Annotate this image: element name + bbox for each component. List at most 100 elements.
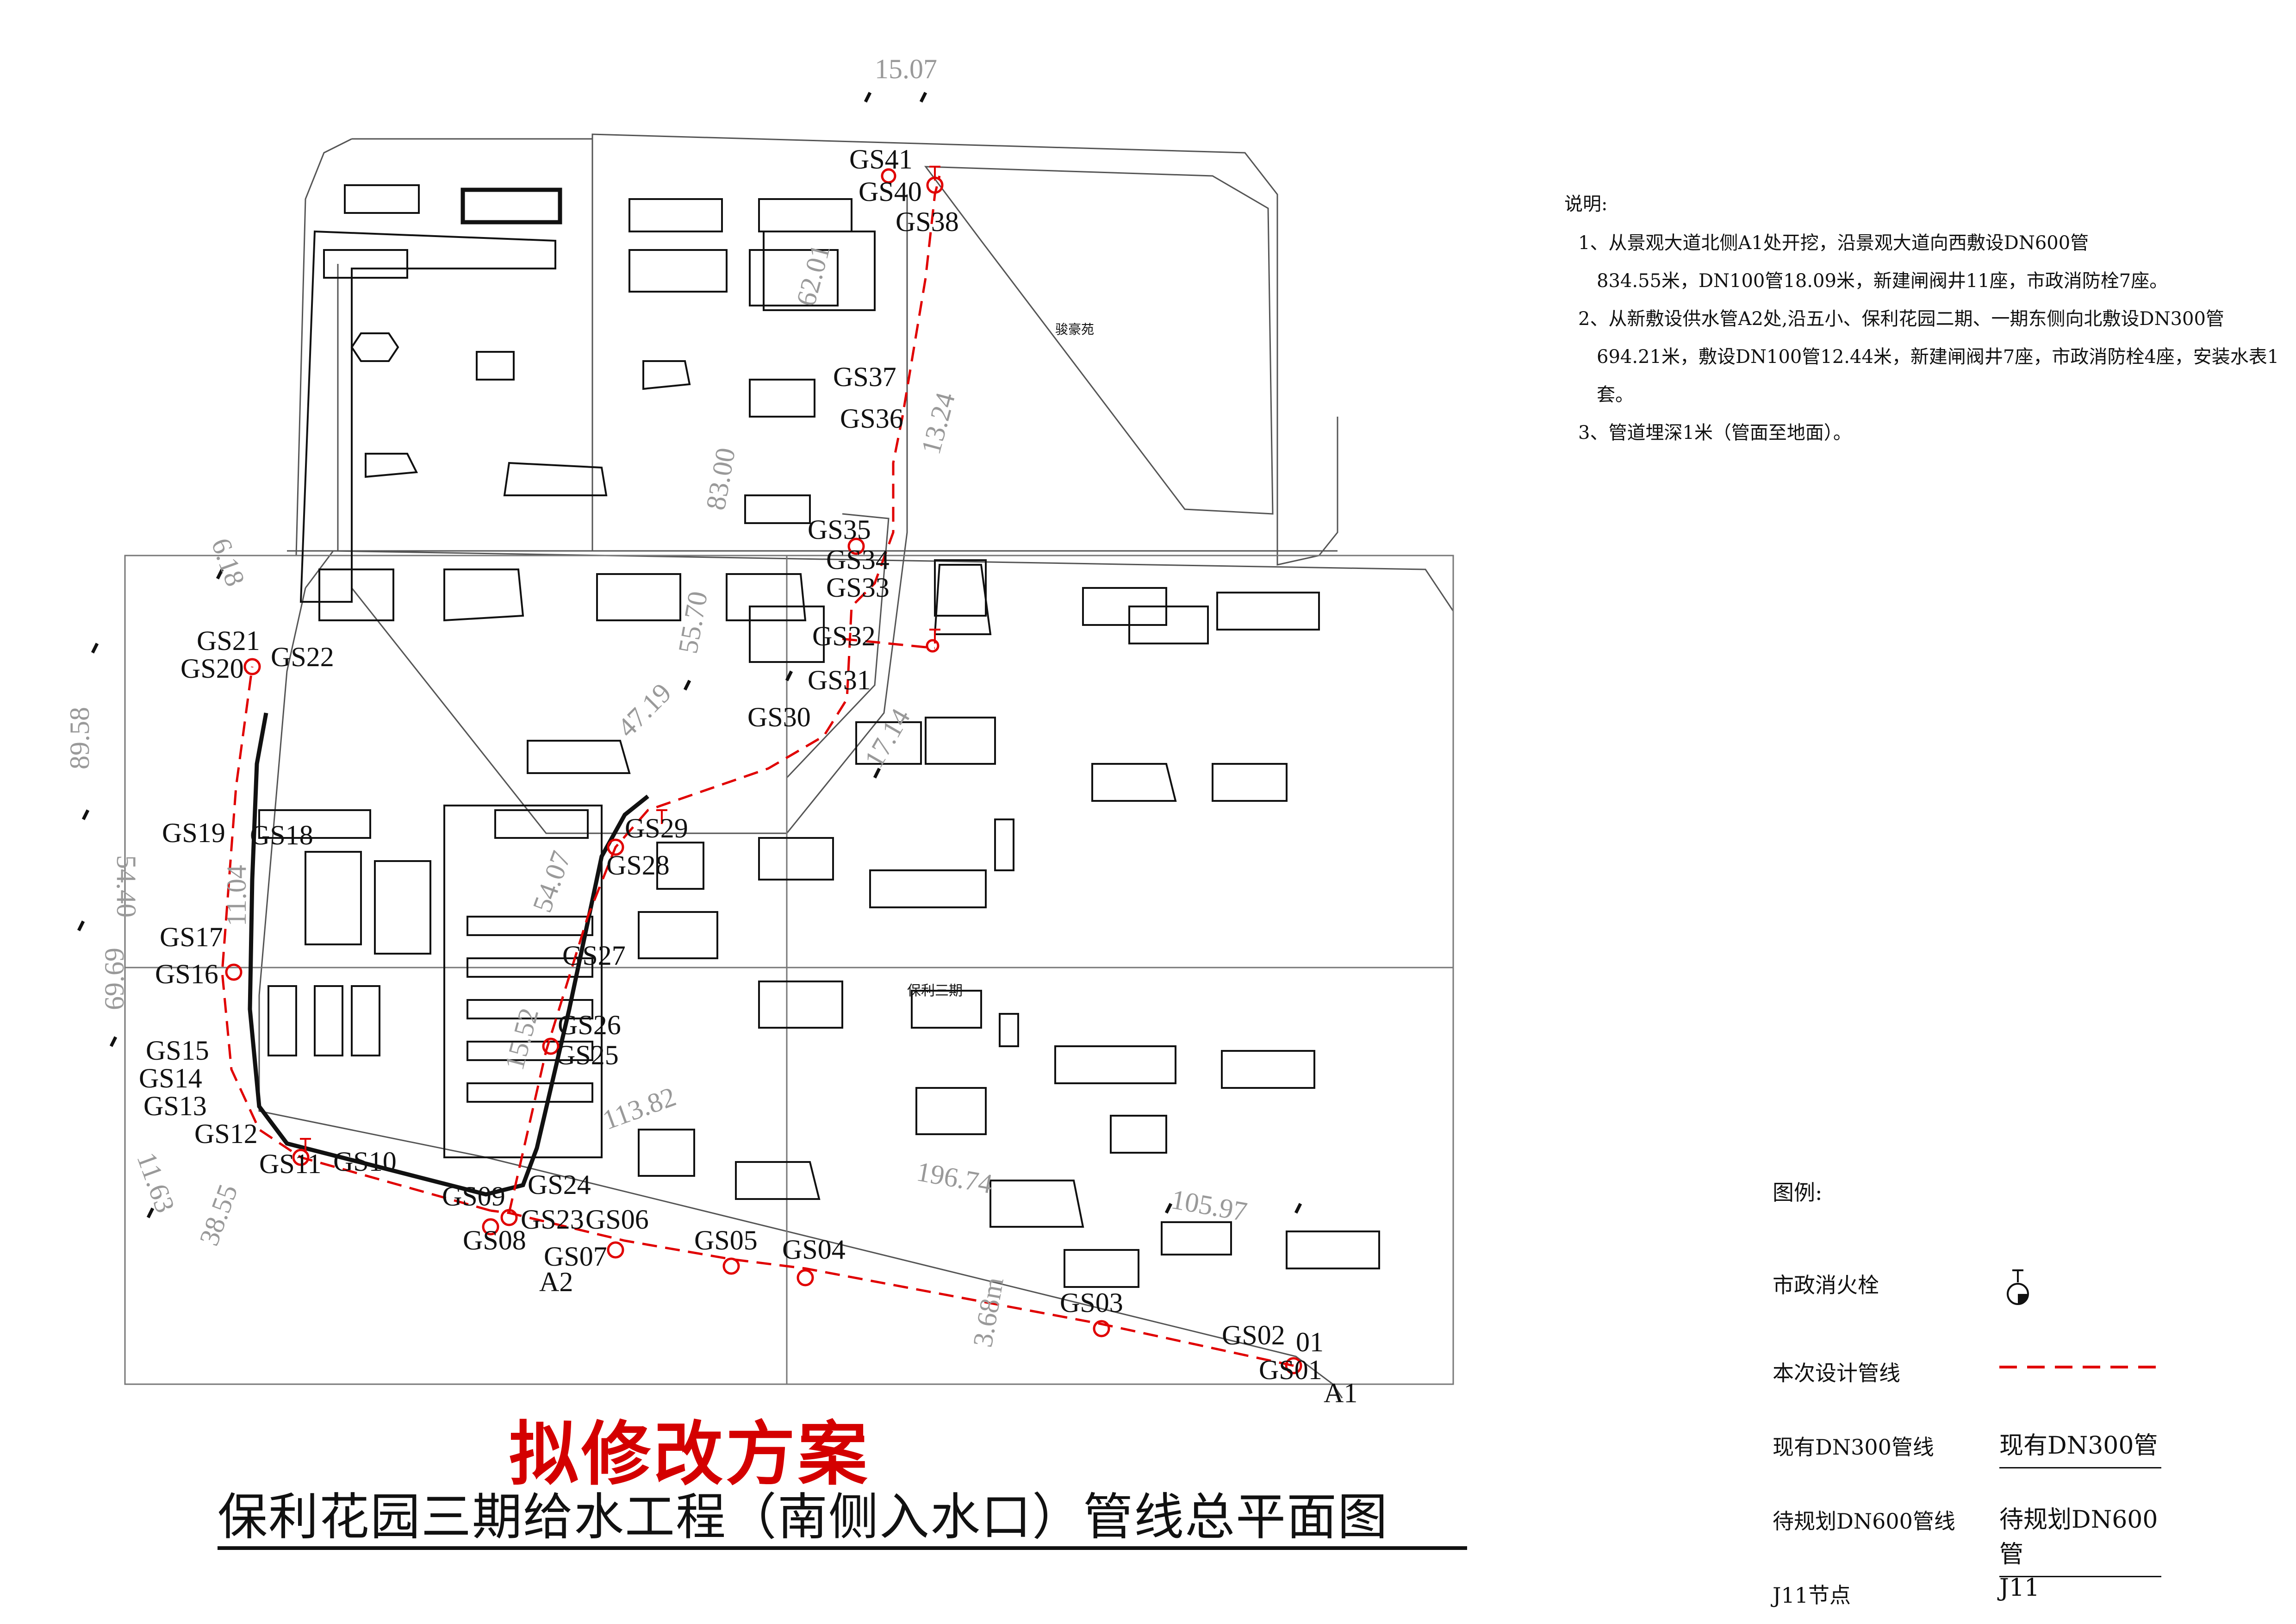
node-label: GS07 (544, 1241, 607, 1272)
node-label: GS01 (1259, 1355, 1322, 1385)
note-line: 694.21米，敷设DN100管12.44米，新建闸阀井7座，市政消防栓4座，安… (1597, 346, 2279, 406)
title-underline (218, 1546, 1467, 1550)
legend-row-hydrant: 市政消火栓 (1773, 1268, 2282, 1310)
hydrant-markers (300, 166, 940, 1153)
dimension-label: 17.14 (858, 703, 916, 773)
point-label: A1 (1324, 1378, 1358, 1408)
legend-sample: J11 (1999, 1574, 2040, 1602)
node-label: GS13 (143, 1091, 207, 1121)
dimension-label: 13.24 (915, 389, 961, 458)
node-label: GS24 (528, 1169, 591, 1200)
hydrant-icon (1999, 1268, 2036, 1315)
node-label: GS34 (826, 544, 890, 575)
node-label: GS26 (558, 1010, 621, 1040)
draft-label: 拟修改方案 (509, 1414, 871, 1495)
legend-heading: 图例: (1773, 1180, 1823, 1205)
node-label: GS19 (162, 818, 225, 848)
dimension-ticks (77, 92, 1302, 1218)
node-label: GS38 (896, 206, 959, 237)
node-label: GS29 (625, 813, 688, 843)
note-line: 834.55米，DN100管18.09米，新建闸阀井11座，市政消防栓7座。 (1597, 270, 2168, 292)
notes-heading: 说明: (1564, 194, 1608, 215)
node-label: GS09 (442, 1181, 505, 1212)
existing-pipeline (248, 712, 649, 1197)
node-label: GS04 (782, 1234, 846, 1265)
buildings (258, 184, 1380, 1288)
node-label: GS33 (826, 572, 890, 603)
node-label: GS05 (694, 1225, 758, 1255)
site-outline (258, 133, 1454, 1399)
node-label: GS15 (146, 1035, 209, 1066)
legend-label: 待规划DN600管线 (1773, 1509, 1955, 1534)
node-label: GS25 (555, 1040, 619, 1070)
node-label: GS03 (1060, 1287, 1123, 1318)
dimension-label: 47.19 (611, 677, 678, 743)
node-label: GS37 (833, 362, 896, 392)
node-label: GS40 (859, 176, 922, 207)
frame-lines (124, 555, 1454, 1385)
legend-row-existing: 现有DN300管线 现有DN300管 (1773, 1430, 2282, 1472)
node-label: GS10 (333, 1146, 397, 1177)
node-label: GS20 (180, 653, 244, 684)
dimension-label: 15.07 (875, 54, 937, 84)
legend-row-node: J11节点 J11 (1773, 1574, 2282, 1620)
node-label: GS08 (463, 1225, 526, 1255)
legend-label: 市政消火栓 (1773, 1273, 1879, 1298)
node-label: GS06 (585, 1204, 649, 1235)
dimension-label: 83.00 (700, 445, 741, 512)
note-line: 3、管道埋深1米（管面至地面）。 (1578, 422, 1852, 443)
node-label: GS27 (562, 940, 626, 971)
node-label: GS17 (160, 922, 223, 952)
design-notes: 说明: 1、从景观大道北侧A1处开挖，沿景观大道向西敷设DN600管 834.5… (1564, 185, 2286, 452)
legend-label: 现有DN300管线 (1773, 1435, 1934, 1460)
red-dashed-line-icon (1999, 1356, 2166, 1381)
node-label: GS35 (808, 514, 871, 545)
node-label: GS11 (259, 1149, 322, 1179)
node-markers (225, 168, 1302, 1374)
node-label: GS18 (250, 820, 313, 850)
dimension-label: 11.04 (221, 865, 252, 926)
node-label: GS31 (808, 665, 871, 695)
point-label: A2 (539, 1267, 573, 1297)
legend-label: J11节点 (1773, 1583, 1851, 1608)
dimension-label: 54.40 (111, 855, 142, 918)
node-label: GS16 (155, 959, 218, 989)
dimension-label: 55.70 (672, 589, 714, 656)
drawing-title: 保利花园三期给水工程（南侧入水口）管线总平面图 (218, 1488, 1389, 1546)
node-label: GS23 (521, 1204, 584, 1235)
node-label: 01 (1296, 1327, 1324, 1357)
dimension-label: 3.68m (967, 1274, 1010, 1349)
node-label: GS36 (840, 403, 903, 434)
node-label: GS12 (194, 1118, 258, 1149)
dimension-label: 196.74 (914, 1156, 995, 1199)
legend-row-planned: 待规划DN600管线 待规划DN600管 (1773, 1505, 2282, 1577)
node-label: GS28 (606, 850, 670, 881)
dimension-label: 54.07 (526, 847, 577, 917)
node-label: GS02 (1222, 1320, 1285, 1350)
node-label: GS21 (197, 625, 260, 656)
dimension-label: 69.69 (99, 948, 130, 1010)
dimension-label: 113.82 (598, 1081, 680, 1136)
node-label: GS41 (849, 144, 913, 175)
legend-label: 本次设计管线 (1773, 1361, 1900, 1386)
dimension-label: 11.63 (131, 1148, 181, 1217)
area-label: 保利三期 (907, 983, 963, 999)
node-label: GS32 (812, 621, 876, 651)
legend-sample: 待规划DN600管 (1999, 1500, 2161, 1577)
note-line: 2、从新敷设供水管A2处,沿五小、保利花园二期、一期东侧向北敷设DN300管 (1578, 308, 2224, 330)
dimension-label: 38.55 (193, 1180, 244, 1250)
dimension-label: 6.18 (205, 534, 251, 590)
node-label: GS30 (747, 702, 811, 732)
dimension-label: 89.58 (64, 707, 95, 769)
legend-heading-row: 图例: (1773, 1176, 2282, 1218)
dimension-label: 62.01 (790, 241, 836, 310)
legend-row-design-line: 本次设计管线 (1773, 1356, 2282, 1398)
dimension-label: 15.52 (498, 1005, 545, 1074)
designed-pipeline (221, 175, 1294, 1367)
legend-sample: 现有DN300管 (1999, 1426, 2161, 1468)
dimension-label: 105.97 (1169, 1184, 1250, 1227)
area-label: 骏豪苑 (1055, 323, 1095, 337)
note-line: 1、从景观大道北侧A1处开挖，沿景观大道向西敷设DN600管 (1578, 232, 2089, 254)
